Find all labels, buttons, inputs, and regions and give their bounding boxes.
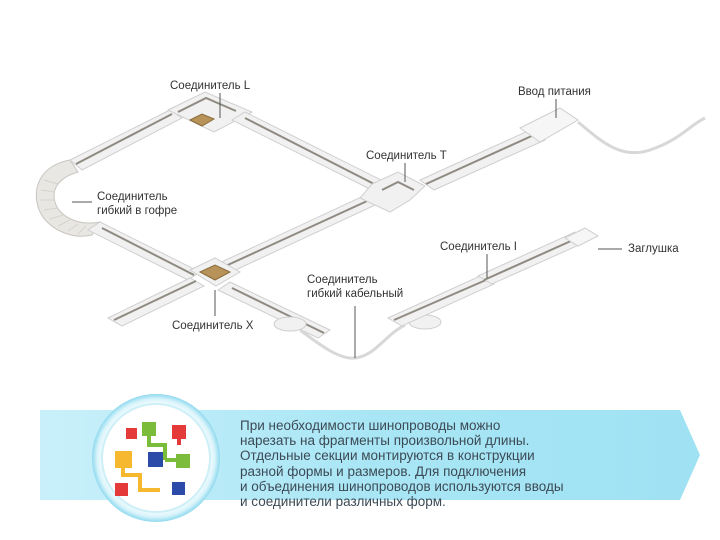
logo-square-green-top xyxy=(142,422,156,436)
label-power-input: Ввод питания xyxy=(518,86,591,98)
logo-square-blue-center xyxy=(148,452,163,467)
label-connector-i: Соединитель I xyxy=(440,241,517,253)
logo-square-red-bottom xyxy=(115,483,128,496)
track-segment-left-lower xyxy=(87,221,201,281)
track-segment-top xyxy=(230,111,387,191)
track-drawing xyxy=(35,91,706,360)
flex-corrugated-connector xyxy=(35,159,102,237)
label-connector-x: Соединитель Х xyxy=(172,320,254,332)
label-flex-cable: Соединитель гибкий кабельный xyxy=(307,274,404,300)
label-connector-t: Соединитель Т xyxy=(366,150,447,162)
logo-square-red-right xyxy=(172,425,186,439)
avito-watermark-text: Avito xyxy=(641,499,706,529)
label-connector-l: Соединитель L xyxy=(170,80,251,92)
power-input-part xyxy=(519,107,706,155)
logo-square-yellow xyxy=(115,451,132,468)
track-segment-upper-left xyxy=(69,109,183,171)
label-end-cap: Заглушка xyxy=(628,243,679,255)
label-flex-corrugated: Соединитель гибкий в гофре xyxy=(97,191,178,217)
connector-l-part xyxy=(166,91,254,133)
banner-description: При необходимости шинопроводы можно наре… xyxy=(240,418,564,510)
avito-logo-icon xyxy=(608,500,637,529)
leader-lines xyxy=(72,93,622,358)
connector-t-part xyxy=(359,171,426,213)
logo-badge xyxy=(92,394,220,522)
flex-cable-connector xyxy=(273,314,442,360)
logo-square-blue-bottom xyxy=(172,482,185,495)
track-segment-right-top xyxy=(419,129,547,191)
track-segment-right-lower xyxy=(386,227,600,327)
avito-watermark: Avito xyxy=(608,499,706,530)
logo-square-red-top xyxy=(126,428,137,439)
